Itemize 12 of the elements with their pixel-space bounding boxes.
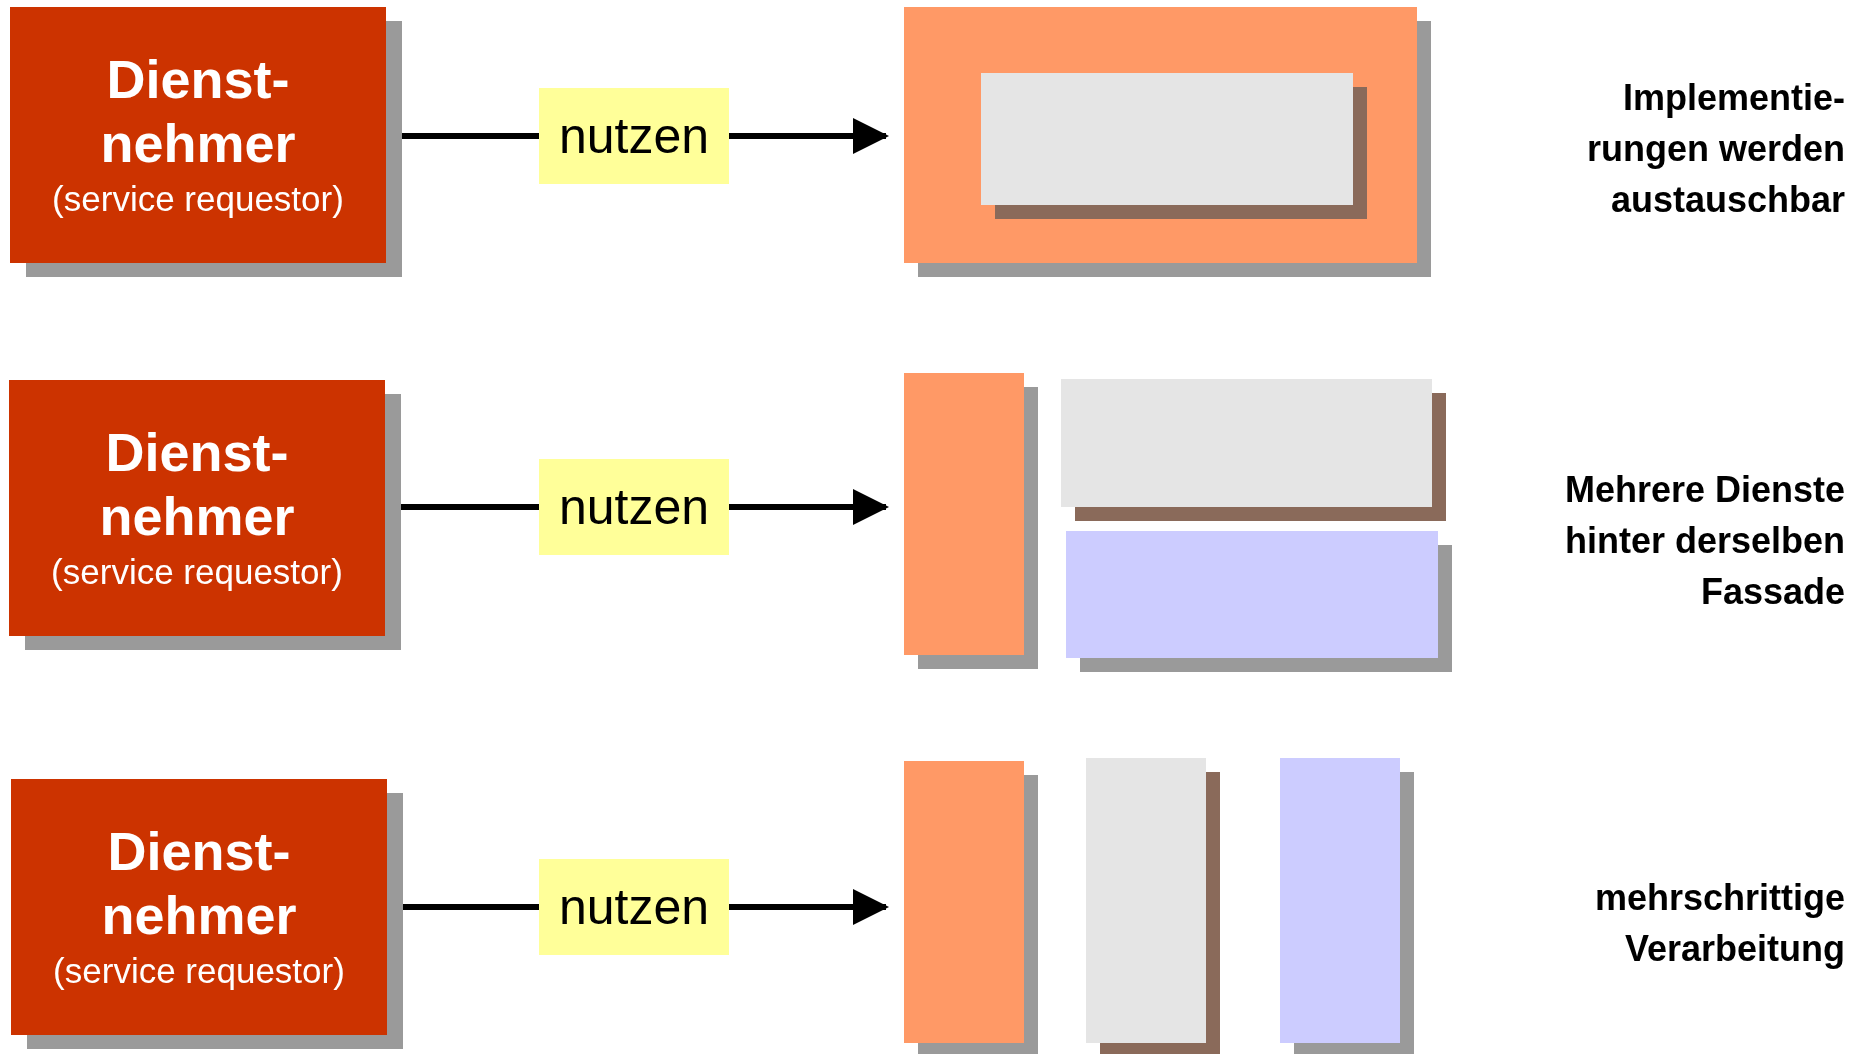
box-title: Dienst- nehmer (99, 48, 297, 175)
box-title: Dienst- nehmer (98, 421, 296, 548)
side-note: mehrschrittige Verarbeitung (1593, 876, 1845, 971)
side-note: Mehrere Dienste hinter derselben Fassade (1563, 468, 1845, 614)
edge-label: nutzen (539, 459, 730, 555)
box-title: Dienst- nehmer (100, 820, 298, 947)
box-subtitle: (service requestor) (53, 950, 345, 992)
edge-label: nutzen (539, 859, 730, 955)
box-subtitle: (service requestor) (51, 551, 343, 593)
edge-label: nutzen (539, 88, 730, 184)
box-subtitle: (service requestor) (52, 178, 344, 220)
side-note: Implementie- rungen werden austauschbar (1585, 76, 1845, 222)
